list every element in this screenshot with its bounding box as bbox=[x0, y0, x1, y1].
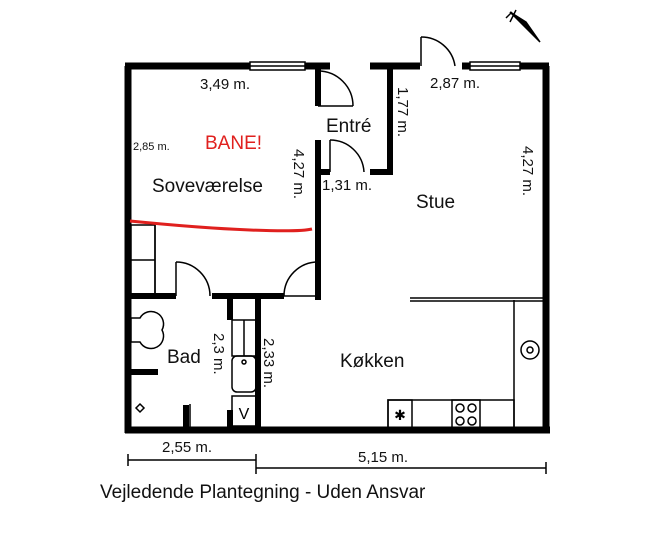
bath-fixtures: V bbox=[130, 310, 257, 427]
dim-bedroom-left: 2,85 m. bbox=[133, 141, 170, 153]
north-arrow-icon bbox=[505, 9, 541, 43]
room-label-entry: Entré bbox=[326, 116, 371, 137]
annotation-line bbox=[129, 219, 313, 233]
closet bbox=[130, 224, 156, 296]
dim-entry-width: 1,31 m. bbox=[322, 177, 372, 194]
annotation-text: BANE! bbox=[205, 133, 262, 154]
dim-hall-height: 2,33 m. bbox=[260, 338, 277, 388]
kitchen-fixtures: ✱ bbox=[387, 340, 540, 431]
asterisk-icon: ✱ bbox=[394, 408, 406, 424]
kitchen-counter bbox=[387, 399, 515, 431]
fridge bbox=[387, 399, 413, 431]
dim-bath-height: 2,3 m. bbox=[210, 333, 227, 375]
dim-bottom-right: 5,15 m. bbox=[358, 449, 408, 466]
sink-icon bbox=[520, 340, 540, 360]
toilet-icon bbox=[130, 310, 165, 350]
room-label-living: Stue bbox=[416, 192, 455, 213]
kitchen-divider bbox=[410, 297, 546, 430]
room-label-bedroom: Soveværelse bbox=[152, 176, 263, 197]
vent-symbol: V bbox=[239, 406, 250, 423]
room-label-kitchen: Køkken bbox=[340, 351, 404, 372]
stove bbox=[451, 399, 481, 431]
interior-walls bbox=[128, 66, 393, 433]
dim-living-width: 2,87 m. bbox=[430, 75, 480, 92]
dim-bedroom-width: 3,49 m. bbox=[200, 76, 250, 93]
doors bbox=[175, 36, 456, 430]
dim-living-height: 4,27 m. bbox=[519, 146, 536, 196]
dim-bedroom-height: 4,27 m. bbox=[290, 149, 307, 199]
room-label-bath: Bad bbox=[167, 347, 201, 368]
washbasin-icon bbox=[231, 355, 257, 393]
drain-icon bbox=[134, 402, 146, 414]
dimension-lines bbox=[127, 454, 547, 474]
dim-entry-height: 1,77 m. bbox=[394, 87, 411, 137]
vent-box bbox=[231, 395, 257, 427]
dim-bottom-left: 2,55 m. bbox=[162, 439, 212, 456]
windows bbox=[249, 61, 521, 71]
plan-caption: Vejledende Plantegning - Uden Ansvar bbox=[100, 482, 426, 503]
